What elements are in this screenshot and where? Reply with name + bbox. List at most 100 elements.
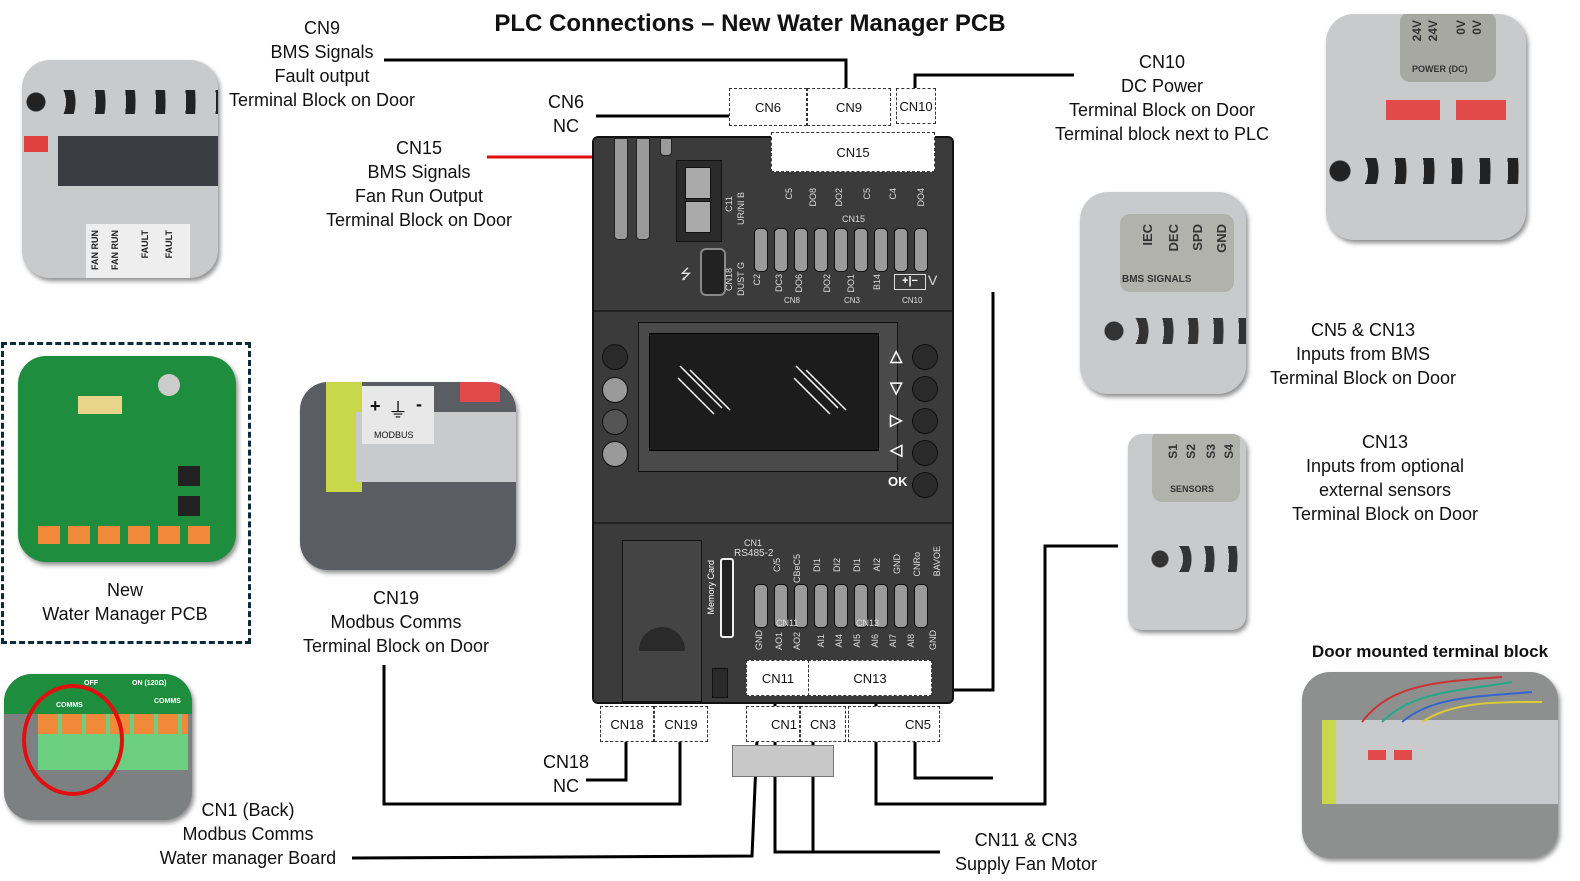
terminal-pin	[894, 228, 908, 272]
ethernet-port[interactable]	[676, 160, 722, 242]
connector-cn6[interactable]: CN6	[729, 88, 807, 126]
left-button-2[interactable]	[602, 377, 628, 403]
pin-label: GND	[754, 630, 764, 650]
terminal-pin	[814, 584, 828, 628]
terminal-pin	[834, 584, 848, 628]
pin-label: AI8	[906, 634, 916, 648]
left-button-1[interactable]	[602, 344, 628, 370]
pin-label: AI2	[872, 558, 882, 572]
left-button-4[interactable]	[602, 441, 628, 467]
red-clip	[24, 136, 48, 152]
plc-controller: ⭍ C11 UR/NI B CN18 DUST G C5 DO8 DO2 C5 …	[592, 136, 954, 704]
dc-polarity-icon: +|−	[894, 274, 926, 290]
memory-card-slot[interactable]	[720, 558, 734, 638]
pin-label: DO2	[834, 188, 844, 207]
pin-label: AI1	[816, 634, 826, 648]
connector-cn3[interactable]: CN3	[800, 706, 846, 742]
pin-label: GND	[892, 554, 902, 574]
memory-card-label: Memory Card	[706, 560, 716, 615]
pin-label: C5	[862, 188, 872, 200]
left-button[interactable]	[912, 440, 938, 466]
wires-icon	[1361, 676, 1543, 723]
pin-label: DO6	[794, 274, 804, 293]
plug-icon	[639, 627, 685, 651]
pin-label: DI1	[852, 558, 862, 573]
terminal-strip	[1322, 720, 1558, 804]
connector-cn9[interactable]: CN9	[807, 88, 891, 126]
pin-label: DO8	[808, 188, 818, 207]
side-label: CN18	[724, 268, 734, 292]
connector-cn10[interactable]: CN10	[896, 88, 936, 124]
terminal-pin	[894, 584, 908, 628]
wire-cn10	[913, 73, 1074, 90]
connector-cn15[interactable]: CN15	[771, 132, 935, 172]
off-label: OFF	[84, 680, 98, 687]
up-arrow-icon: △	[890, 348, 903, 365]
pin-label: B14	[872, 274, 882, 291]
pin-label: DC3	[774, 274, 784, 293]
vent-bar	[660, 138, 672, 156]
side-label: UR/NI B	[736, 192, 746, 226]
connector-cn18[interactable]: CN18	[600, 706, 654, 742]
left-button-3[interactable]	[602, 409, 628, 435]
group-label: CN13	[856, 618, 880, 628]
wire-cn5-cn13	[940, 292, 995, 692]
connector-cn13[interactable]: CN13	[808, 660, 932, 696]
connector-cn11[interactable]: CN11	[746, 660, 810, 696]
power-label-plate: 24V 24V 0V 0V POWER (DC)	[1400, 14, 1496, 82]
fan-fault-label-plate: FAN RUN FAN RUN FAULT FAULT	[86, 224, 190, 278]
photo-water-manager-pcb	[18, 356, 236, 562]
connector-cn5[interactable]: CN5	[848, 706, 940, 742]
group-label: CN1	[744, 538, 763, 548]
pin-label: C2	[752, 274, 762, 286]
pin-label: GND	[928, 630, 938, 650]
bms-label-plate: IEC DEC SPD GND BMS SIGNALS	[1120, 214, 1234, 292]
red-clip	[1456, 100, 1506, 120]
photo-cn1-comms: OFF ON (120Ω) COMMS COMMS	[4, 674, 192, 820]
terminal-pin	[914, 584, 928, 628]
pin-label: CBeC5	[792, 554, 802, 584]
right-button[interactable]	[912, 408, 938, 434]
lcd-screen	[649, 333, 879, 451]
connector-cn1[interactable]: CN1	[746, 706, 800, 742]
vent-bar	[614, 138, 628, 240]
right-arrow-icon: ▷	[890, 412, 903, 429]
terminal-pin	[874, 228, 888, 272]
terminal-pin	[814, 228, 828, 272]
power-plug-housing	[622, 540, 702, 702]
connector-cn19[interactable]: CN19	[654, 706, 708, 742]
pin-label: DI1	[812, 558, 822, 573]
pin-label: C5	[784, 188, 794, 200]
page-title: PLC Connections – New Water Manager PCB	[494, 10, 1006, 37]
photo-sensor-terminal: S1 S2 S3 S4 SENSORS	[1128, 434, 1246, 630]
down-arrow-icon: ▽	[890, 380, 903, 397]
usb-port[interactable]	[700, 248, 726, 296]
terminal-pin	[914, 228, 928, 272]
wire-cn13-sensor	[874, 544, 1118, 806]
up-button[interactable]	[912, 344, 938, 370]
wire-cn5	[913, 740, 993, 780]
highlight-circle	[22, 684, 124, 796]
ok-button[interactable]	[912, 472, 938, 498]
pin-label: C4	[888, 188, 898, 200]
pin-label: AI6	[870, 634, 880, 648]
display-bezel	[638, 322, 898, 472]
terminal-pin	[854, 584, 868, 628]
dc-volt-label: V	[928, 272, 938, 288]
down-button[interactable]	[912, 376, 938, 402]
pin-label: AO2	[792, 632, 802, 651]
pin-label: BAVOE	[932, 546, 942, 577]
terminal-pin	[754, 228, 768, 272]
pin-label: AI5	[852, 634, 862, 648]
pin-label: CNRo	[912, 552, 922, 577]
din-rail-clip	[732, 745, 834, 777]
switch[interactable]	[712, 668, 728, 698]
vent-bar	[636, 138, 650, 240]
